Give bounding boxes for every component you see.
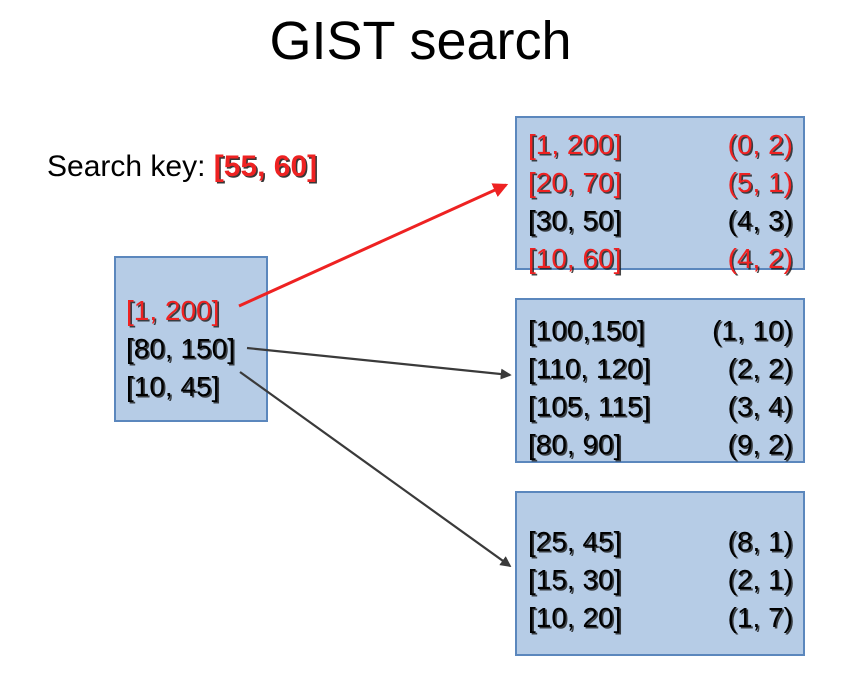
- leaf-node-3-rows: [25, 45] (8, 1) [15, 30] (2, 1) [10, 20]…: [528, 523, 793, 637]
- leaf-node-3-pointer-0: (8, 1): [727, 526, 793, 557]
- leaf-node-1-key-3: [10, 60]: [528, 243, 622, 274]
- leaf-node-2-key-2: [105, 115]: [528, 391, 651, 422]
- arrow-root-to-leaf-1: [238, 183, 509, 308]
- root-node-key-2: [10, 45]: [126, 371, 220, 402]
- root-node-rows: [1, 200] [80, 150] [10, 45]: [126, 292, 258, 406]
- leaf-node-2-row-3: [80, 90] (9, 2): [528, 426, 793, 464]
- leaf-node-2-rows: [100,150] (1, 10) [110, 120] (2, 2) [105…: [528, 312, 793, 464]
- root-node-key-0: [1, 200]: [126, 295, 220, 326]
- root-node[interactable]: [1, 200] [80, 150] [10, 45]: [114, 256, 268, 422]
- leaf-node-1-pointer-2: (4, 3): [727, 205, 793, 236]
- leaf-node-1-key-2: [30, 50]: [528, 205, 622, 236]
- leaf-node-2[interactable]: [100,150] (1, 10) [110, 120] (2, 2) [105…: [515, 298, 805, 463]
- leaf-node-1-pointer-1: (5, 1): [727, 167, 793, 198]
- leaf-node-2-row-0: [100,150] (1, 10): [528, 312, 793, 350]
- leaf-node-1-row-3: [10, 60] (4, 2): [528, 240, 793, 278]
- root-node-row-0: [1, 200]: [126, 292, 258, 330]
- leaf-node-1-rows: [1, 200] (0, 2) [20, 70] (5, 1) [30, 50]…: [528, 126, 793, 278]
- leaf-node-3[interactable]: [25, 45] (8, 1) [15, 30] (2, 1) [10, 20]…: [515, 491, 805, 656]
- leaf-node-3-key-1: [15, 30]: [528, 564, 622, 595]
- leaf-node-2-pointer-2: (3, 4): [727, 391, 793, 422]
- root-node-row-1: [80, 150]: [126, 330, 258, 368]
- leaf-node-1-key-1: [20, 70]: [528, 167, 622, 198]
- root-node-row-2: [10, 45]: [126, 368, 258, 406]
- leaf-node-1-row-0: [1, 200] (0, 2): [528, 126, 793, 164]
- search-key-value: [55, 60]: [213, 150, 318, 183]
- leaf-node-3-row-1: [15, 30] (2, 1): [528, 561, 793, 599]
- search-key-label: Search key:: [47, 150, 206, 183]
- leaf-node-3-row-0: [25, 45] (8, 1): [528, 523, 793, 561]
- search-key-line: Search key: [55, 60]: [47, 150, 317, 184]
- leaf-node-3-key-0: [25, 45]: [528, 526, 622, 557]
- leaf-node-1-row-1: [20, 70] (5, 1): [528, 164, 793, 202]
- arrow-root-to-leaf-3: [239, 371, 512, 568]
- leaf-node-2-key-1: [110, 120]: [528, 353, 651, 384]
- leaf-node-2-key-3: [80, 90]: [528, 429, 622, 460]
- leaf-node-3-row-2: [10, 20] (1, 7): [528, 599, 793, 637]
- leaf-node-2-row-1: [110, 120] (2, 2): [528, 350, 793, 388]
- leaf-node-3-pointer-1: (2, 1): [727, 564, 793, 595]
- leaf-node-1-row-2: [30, 50] (4, 3): [528, 202, 793, 240]
- leaf-node-1[interactable]: [1, 200] (0, 2) [20, 70] (5, 1) [30, 50]…: [515, 116, 805, 274]
- leaf-node-2-pointer-0: (1, 10): [712, 315, 793, 346]
- leaf-node-2-pointer-1: (2, 2): [727, 353, 793, 384]
- page-title: GIST search: [269, 11, 572, 71]
- leaf-node-1-key-0: [1, 200]: [528, 129, 622, 160]
- leaf-node-3-key-2: [10, 20]: [528, 602, 622, 633]
- leaf-node-2-pointer-3: (9, 2): [727, 429, 793, 460]
- leaf-node-1-pointer-3: (4, 2): [727, 243, 793, 274]
- arrow-root-to-leaf-2: [246, 346, 512, 380]
- root-node-key-1: [80, 150]: [126, 333, 235, 364]
- leaf-node-3-pointer-2: (1, 7): [727, 602, 793, 633]
- leaf-node-2-key-0: [100,150]: [528, 315, 645, 346]
- leaf-node-2-row-2: [105, 115] (3, 4): [528, 388, 793, 426]
- leaf-node-1-pointer-0: (0, 2): [727, 129, 793, 160]
